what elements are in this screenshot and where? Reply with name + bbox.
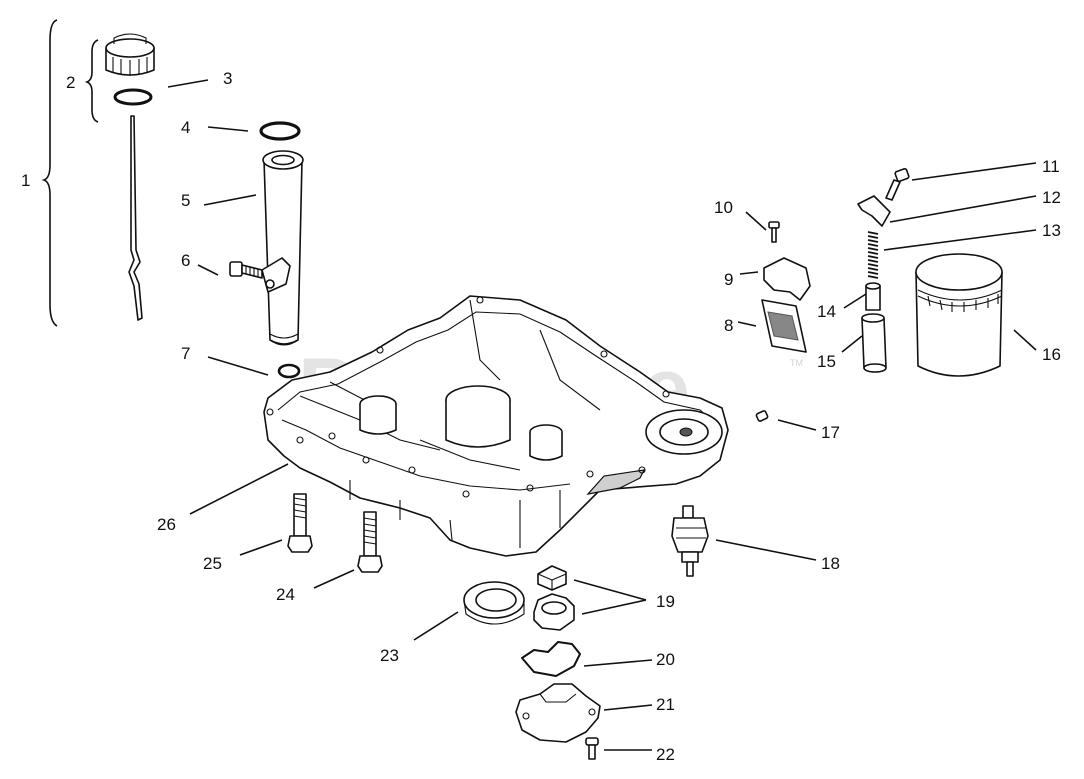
filter-screen-part: [761, 299, 807, 353]
brace-group-1: [41, 19, 58, 327]
o-ring-7-part: [277, 363, 301, 379]
callout-20: 20: [656, 650, 675, 669]
oil-pump-rotor-part: [533, 565, 575, 631]
callout-9: 9: [724, 270, 733, 289]
callout-24: 24: [276, 585, 295, 604]
oil-seal-part: [463, 581, 525, 625]
screw-10-part: [768, 221, 780, 243]
callout-13: 13: [1042, 221, 1061, 240]
callout-12: 12: [1042, 188, 1061, 207]
callout-11: 11: [1042, 157, 1060, 176]
callout-2: 2: [66, 73, 75, 92]
callout-8: 8: [724, 316, 733, 335]
bolt-24-part: [357, 511, 383, 573]
callout-21: 21: [656, 695, 675, 714]
oil-filter-part: [915, 253, 1003, 377]
callout-15: 15: [817, 352, 836, 371]
callout-19: 19: [656, 592, 675, 611]
relief-valve-part: [865, 282, 881, 311]
callout-14: 14: [817, 302, 836, 321]
callout-23: 23: [380, 646, 399, 665]
callout-26: 26: [157, 515, 176, 534]
callout-5: 5: [181, 191, 190, 210]
dipstick-part: [128, 115, 143, 321]
pump-cover-part: [515, 683, 601, 743]
callout-18: 18: [821, 554, 840, 573]
callout-25: 25: [203, 554, 222, 573]
bolt-25-part: [287, 493, 313, 553]
brace-group-2: [84, 39, 99, 123]
bolt-11-part: [885, 168, 910, 201]
fill-tube-part: [261, 150, 304, 346]
baffle-plate-part: [763, 257, 811, 301]
spring-part: [867, 231, 879, 279]
bracket-12-part: [857, 195, 891, 227]
callout-17: 17: [821, 423, 840, 442]
pressure-switch-part: [671, 505, 709, 577]
callout-6: 6: [181, 251, 190, 270]
watermark-trademark: TM: [790, 358, 803, 368]
gasket-part: [521, 641, 581, 677]
plug-17-part: [755, 410, 769, 422]
dipstick-cap-part: [105, 33, 155, 76]
callout-16: 16: [1042, 345, 1061, 364]
callout-22: 22: [656, 745, 675, 764]
sleeve-part: [861, 313, 887, 373]
oil-pan-part: [263, 295, 729, 557]
callout-1: 1: [21, 171, 30, 190]
bolt-6-part: [229, 261, 263, 279]
callout-4: 4: [181, 118, 190, 137]
o-ring-4-part: [259, 121, 301, 141]
callout-7: 7: [181, 344, 190, 363]
callout-3: 3: [223, 69, 232, 88]
o-ring-3-part: [113, 88, 153, 106]
screw-22-part: [585, 737, 599, 760]
leader-lines: [167, 79, 1037, 751]
callout-10: 10: [714, 198, 733, 217]
